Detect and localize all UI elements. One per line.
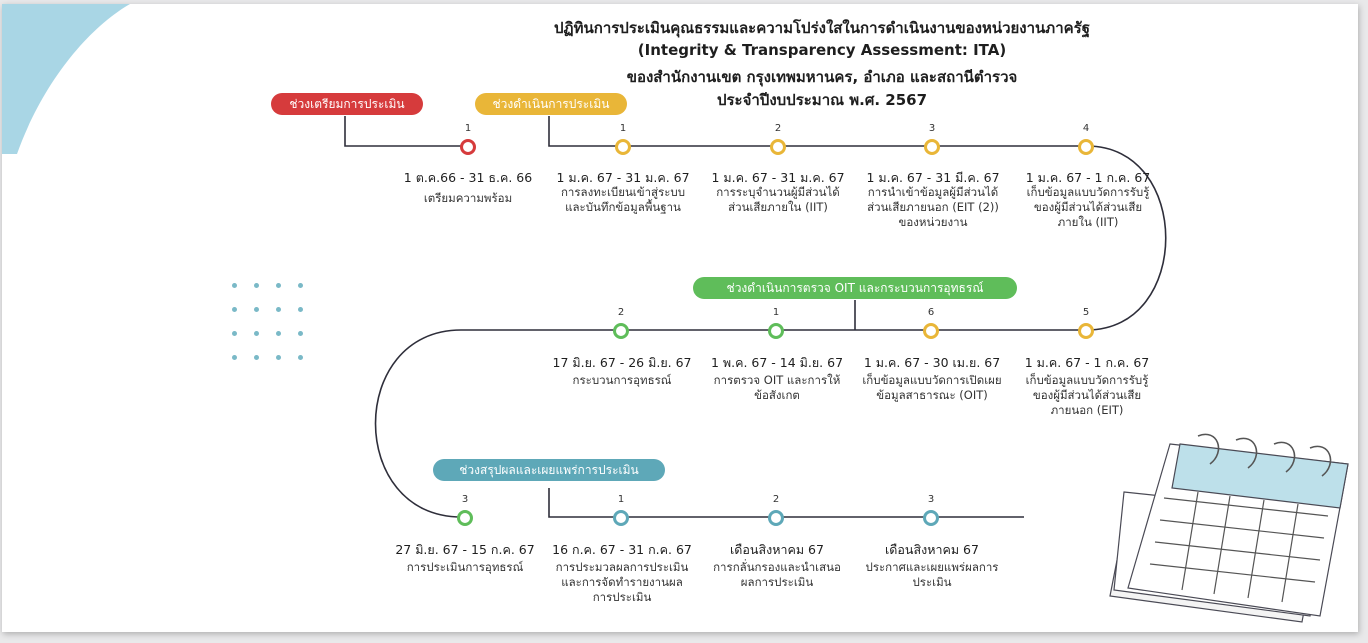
decor-dot — [254, 355, 259, 360]
step-node — [460, 139, 476, 155]
decor-dot — [232, 307, 237, 312]
step-date: เดือนสิงหาคม 67 — [730, 542, 824, 557]
step-date: 16 ก.ค. 67 - 31 ก.ค. 67 — [552, 542, 692, 557]
step-node — [615, 139, 631, 155]
decor-dot — [298, 307, 303, 312]
infographic-card: ปฏิทินการประเมินคุณธรรมและความโปร่งใสในก… — [2, 4, 1358, 632]
decor-dot — [254, 331, 259, 336]
step-number: 6 — [927, 307, 935, 318]
step-number: 3 — [928, 123, 936, 134]
step-desc: เก็บข้อมูลแบบวัดการเปิดเผยข้อมูลสาธารณะ … — [862, 373, 1002, 402]
decor-dot — [254, 283, 259, 288]
step-date: 1 ม.ค. 67 - 31 ม.ค. 67 — [556, 170, 690, 185]
step-node — [923, 510, 939, 526]
corner-decoration — [2, 4, 130, 154]
step-node — [923, 323, 939, 339]
step-number: 5 — [1082, 307, 1090, 318]
step-number: 2 — [617, 307, 625, 318]
decor-dot — [276, 283, 281, 288]
step-number: 3 — [461, 494, 469, 505]
step-desc: การกลั่นกรองและนำเสนอผลการประเมิน — [713, 560, 841, 589]
step-desc: การประเมินการอุทธรณ์ — [406, 560, 524, 574]
step-date: เดือนสิงหาคม 67 — [885, 542, 979, 557]
step-desc: การนำเข้าข้อมูลผู้มีส่วนได้ส่วนเสียภายนอ… — [867, 185, 999, 229]
title-line-1: ปฏิทินการประเมินคุณธรรมและความโปร่งใสในก… — [554, 19, 1090, 37]
decor-dot — [276, 331, 281, 336]
decor-dot — [298, 283, 303, 288]
step-desc: เก็บข้อมูลแบบวัดการรับรู้ของผู้มีส่วนได้… — [1026, 185, 1150, 229]
step-node — [1078, 323, 1094, 339]
timeline-lines — [344, 116, 1167, 518]
step-date: 1 ม.ค. 67 - 30 เม.ย. 67 — [863, 355, 1001, 370]
step-number: 2 — [772, 494, 780, 505]
phase-pill-prep: ช่วงเตรียมการประเมิน — [271, 93, 423, 115]
step-date: 1 ม.ค. 67 - 31 มี.ค. 67 — [866, 170, 1000, 185]
step-node — [457, 510, 473, 526]
step-date: 1 ต.ค.66 - 31 ธ.ค. 66 — [403, 170, 533, 185]
phase-pill-run: ช่วงดำเนินการประเมิน — [475, 93, 627, 115]
decor-dot — [254, 307, 259, 312]
decor-dot — [232, 355, 237, 360]
step-node — [924, 139, 940, 155]
step-date: 27 มิ.ย. 67 - 15 ก.ค. 67 — [395, 542, 535, 557]
step-number: 1 — [617, 494, 625, 505]
decor-dot — [232, 283, 237, 288]
step-desc: เก็บข้อมูลแบบวัดการรับรู้ของผู้มีส่วนได้… — [1025, 373, 1149, 417]
step-node — [770, 139, 786, 155]
title-line-3: ของสำนักงานเขต กรุงเทพมหานคร, อำเภอ และส… — [626, 68, 1018, 86]
step-desc: เตรียมความพร้อม — [423, 191, 513, 205]
decor-dot — [298, 355, 303, 360]
decor-dot — [276, 355, 281, 360]
decor-dot — [298, 331, 303, 336]
step-node — [1078, 139, 1094, 155]
step-date: 1 ม.ค. 67 - 1 ก.ค. 67 — [1025, 170, 1151, 185]
step-node — [768, 510, 784, 526]
step-desc: การลงทะเบียนเข้าสู่ระบบและบันทึกข้อมูลพื… — [560, 185, 686, 214]
step-number: 4 — [1082, 123, 1090, 134]
step-number: 3 — [927, 494, 935, 505]
title-line-2: (Integrity & Transparency Assessment: IT… — [637, 41, 1007, 59]
step-desc: กระบวนการอุทธรณ์ — [572, 373, 672, 387]
step-desc: การประมวลผลการประเมิน และการจัดทำรายงานผ… — [555, 560, 689, 604]
step-date: 1 ม.ค. 67 - 1 ก.ค. 67 — [1024, 355, 1150, 370]
title-line-4: ประจำปีงบประมาณ พ.ศ. 2567 — [716, 91, 928, 109]
step-desc: การระบุจำนวนผู้มีส่วนได้ส่วนเสียภายใน (I… — [716, 185, 840, 214]
step-date: 1 ม.ค. 67 - 31 ม.ค. 67 — [711, 170, 845, 185]
step-date: 17 มิ.ย. 67 - 26 มิ.ย. 67 — [552, 355, 692, 370]
phase-pill-check: ช่วงดำเนินการตรวจ OIT และกระบวนการอุทธรณ… — [693, 277, 1017, 299]
step-number: 1 — [464, 123, 472, 134]
step-desc: ประกาศและเผยแพร่ผลการประเมิน — [865, 560, 999, 589]
step-node — [613, 510, 629, 526]
step-date: 1 พ.ค. 67 - 14 มิ.ย. 67 — [710, 355, 844, 370]
step-node — [768, 323, 784, 339]
step-desc: การตรวจ OIT และการให้ข้อสังเกต — [713, 373, 841, 402]
step-number: 1 — [772, 307, 780, 318]
step-number: 2 — [774, 123, 782, 134]
step-node — [613, 323, 629, 339]
decor-dot — [276, 307, 281, 312]
step-number: 1 — [619, 123, 627, 134]
decor-dot — [232, 331, 237, 336]
phase-pill-summary: ช่วงสรุปผลและเผยแพร่การประเมิน — [433, 459, 665, 481]
